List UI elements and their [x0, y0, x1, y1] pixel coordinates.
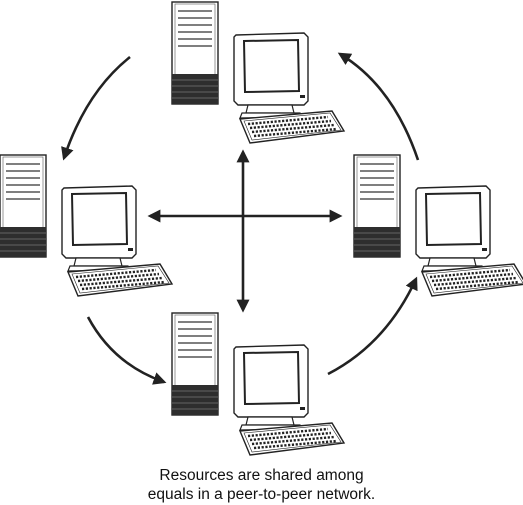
tower-computer-icon	[353, 154, 401, 258]
workstation-icon	[232, 343, 346, 457]
arrow-bottom-to-right	[327, 276, 418, 376]
diagram-caption: Resources are shared among equals in a p…	[0, 466, 523, 504]
workstation-icon	[60, 184, 174, 298]
peer-node-top	[171, 1, 346, 145]
peer-node-right	[353, 154, 523, 298]
peer-node-bottom	[171, 312, 346, 457]
caption-line-2: equals in a peer-to-peer network.	[147, 486, 376, 503]
arrow-right-to-top	[337, 52, 420, 161]
caption-line-1: Resources are shared among	[159, 467, 364, 484]
tower-computer-icon	[171, 1, 219, 105]
workstation-icon	[414, 184, 523, 298]
tower-computer-icon	[171, 312, 219, 416]
tower-computer-icon	[0, 154, 47, 258]
workstation-icon	[232, 31, 346, 145]
arrow-left-to-bottom	[86, 316, 167, 385]
peer-node-left	[0, 154, 174, 298]
arrow-top-to-left	[61, 55, 131, 161]
